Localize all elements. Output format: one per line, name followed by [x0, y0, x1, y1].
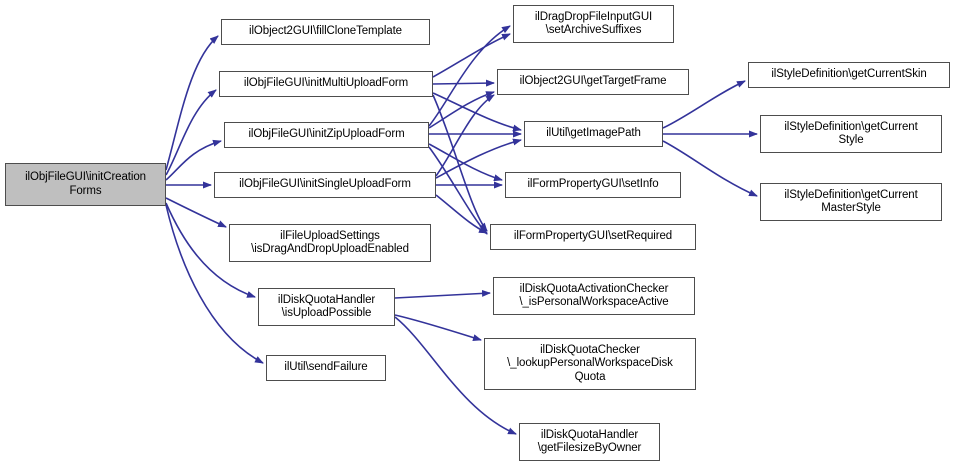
- node-ilobjfilegui-initzipuploadform[interactable]: ilObjFileGUI\initZipUploadForm: [224, 122, 429, 148]
- edge-initSingleUploadForm-to-getTargetFrame: [435, 94, 495, 177]
- node-label: ilDiskQuotaChecker \_lookupPersonalWorks…: [507, 343, 673, 383]
- node-ilstyledefinition-getcurrentstyle[interactable]: ilStyleDefinition\getCurrent Style: [760, 115, 942, 153]
- edges-group: [165, 25, 758, 435]
- edge-initZipUploadForm-to-setArchiveSuffixes: [428, 25, 511, 127]
- edge-root-to-sendFailure: [165, 204, 264, 364]
- edge-isUploadPossible-to-lookupPersonalWorkspaceDiskQuota: [394, 314, 482, 341]
- node-label: ilObjFileGUI\initMultiUploadForm: [243, 77, 409, 90]
- node-ildiskquotahandler-isuploadpossible[interactable]: ilDiskQuotaHandler \isUploadPossible: [258, 288, 395, 326]
- node-ilstyledefinition-getcurrentmasterstyle[interactable]: ilStyleDefinition\getCurrent MasterStyle: [760, 183, 942, 221]
- node-label: ilFormPropertyGUI\setRequired: [513, 230, 673, 243]
- edge-initMultiUploadForm-to-setRequired: [432, 94, 488, 232]
- node-label: ilUtil\getImagePath: [546, 127, 641, 140]
- node-ilobject2gui-fillclonetemplate[interactable]: ilObject2GUI\fillCloneTemplate: [221, 19, 430, 45]
- edge-initMultiUploadForm-to-setArchiveSuffixes: [432, 33, 511, 78]
- node-label: ilDiskQuotaActivationChecker \_isPersona…: [519, 282, 669, 309]
- edge-initMultiUploadForm-to-getTargetFrame: [432, 79, 495, 87]
- node-ilfileuploadsettings-isdraganddropuploadenabled[interactable]: ilFileUploadSettings \isDragAndDropUploa…: [229, 224, 431, 262]
- edge-initSingleUploadForm-to-getImagePath: [435, 138, 522, 179]
- node-ildiskquotaactivationchecker-ispersonalworkspaceactive[interactable]: ilDiskQuotaActivationChecker \_isPersona…: [493, 277, 695, 315]
- node-ilobjfilegui-initcreationforms[interactable]: ilObjFileGUI\initCreation Forms: [5, 163, 166, 206]
- node-label: ilStyleDefinition\getCurrentSkin: [771, 68, 927, 81]
- edge-root-to-initZipUploadForm: [165, 139, 222, 181]
- edge-root-to-fillCloneTemplate: [165, 35, 219, 171]
- node-ildragdropfileinputgui-setarchivesuffixes[interactable]: ilDragDropFileInputGUI \setArchiveSuffix…: [513, 5, 674, 43]
- edge-root-to-isUploadPossible: [165, 202, 256, 298]
- edge-isUploadPossible-to-isPersonalWorkspaceActive: [394, 289, 491, 299]
- node-label: ilObjFileGUI\initZipUploadForm: [248, 128, 405, 141]
- node-label: ilStyleDefinition\getCurrent Style: [784, 120, 918, 147]
- node-ilformpropertygui-setinfo[interactable]: ilFormPropertyGUI\setInfo: [505, 172, 681, 198]
- node-ildiskquotachecker-lookuppersonalworkspacediskquota[interactable]: ilDiskQuotaChecker \_lookupPersonalWorks…: [484, 338, 696, 390]
- node-label: ilObjFileGUI\initSingleUploadForm: [239, 178, 411, 191]
- node-label: ilDiskQuotaHandler \isUploadPossible: [277, 293, 376, 320]
- node-ildiskquotahandler-getfilesizebyowner[interactable]: ilDiskQuotaHandler \getFilesizeByOwner: [519, 423, 660, 461]
- edge-initSingleUploadForm-to-setRequired: [435, 194, 488, 234]
- node-ilutil-sendfailure[interactable]: ilUtil\sendFailure: [266, 355, 386, 381]
- node-label: ilFormPropertyGUI\setInfo: [527, 178, 659, 191]
- node-label: ilUtil\sendFailure: [284, 361, 368, 374]
- node-label: ilObjFileGUI\initCreation Forms: [25, 171, 146, 197]
- node-label: ilStyleDefinition\getCurrent MasterStyle: [784, 188, 918, 215]
- edge-initZipUploadForm-to-getTargetFrame: [428, 91, 495, 129]
- node-label: ilDiskQuotaHandler \getFilesizeByOwner: [537, 428, 642, 455]
- node-label: ilDragDropFileInputGUI \setArchiveSuffix…: [534, 10, 653, 37]
- node-label: ilFileUploadSettings \isDragAndDropUploa…: [251, 229, 409, 256]
- edge-getImagePath-to-getCurrentMasterStyle: [662, 140, 758, 197]
- edge-root-to-initMultiUploadForm: [165, 89, 217, 176]
- node-ilobjfilegui-initmultiuploadform[interactable]: ilObjFileGUI\initMultiUploadForm: [219, 71, 433, 97]
- node-ilobjfilegui-initsingleuploadform[interactable]: ilObjFileGUI\initSingleUploadForm: [214, 172, 436, 198]
- edge-getImagePath-to-getCurrentSkin: [662, 80, 746, 129]
- node-ilstyledefinition-getcurrentskin[interactable]: ilStyleDefinition\getCurrentSkin: [748, 62, 950, 88]
- node-ilobject2gui-gettargetframe[interactable]: ilObject2GUI\getTargetFrame: [497, 69, 689, 95]
- edge-root-to-isDragAndDropUploadEnabled: [165, 197, 227, 228]
- node-ilformpropertygui-setrequired[interactable]: ilFormPropertyGUI\setRequired: [490, 224, 696, 250]
- edge-isUploadPossible-to-getFilesizeByOwner: [394, 316, 517, 435]
- node-label: ilObject2GUI\getTargetFrame: [519, 75, 667, 88]
- node-label: ilObject2GUI\fillCloneTemplate: [249, 25, 402, 38]
- node-ilutil-getimagepath[interactable]: ilUtil\getImagePath: [524, 121, 663, 147]
